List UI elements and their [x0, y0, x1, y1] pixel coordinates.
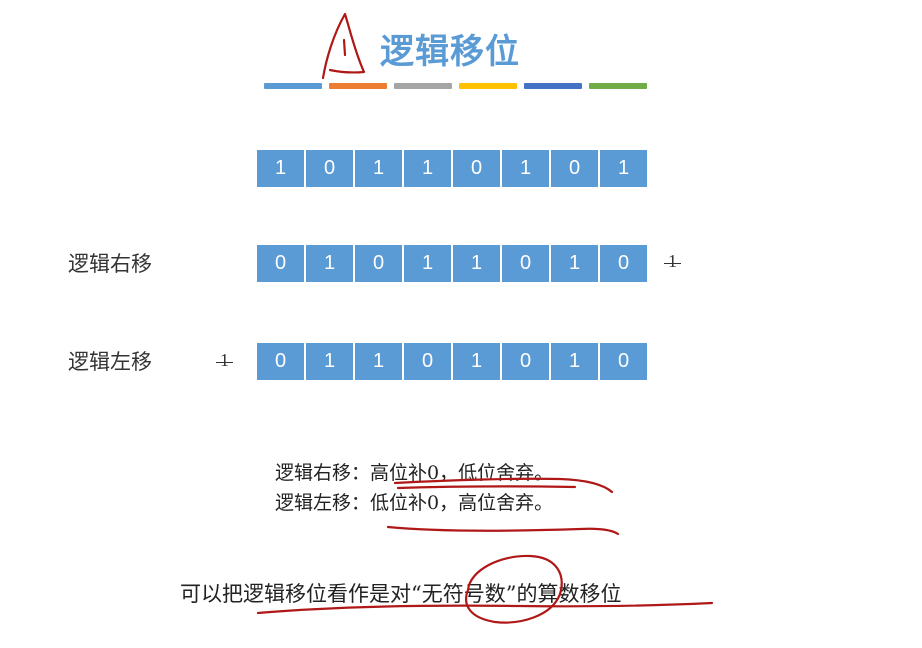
original-bit-0: 1 — [257, 150, 304, 187]
right_shift-bit-4: 1 — [453, 245, 500, 282]
original-bit-3: 1 — [404, 150, 451, 187]
right_shift-bit-1: 1 — [306, 245, 353, 282]
original-bit-5: 1 — [502, 150, 549, 187]
left_shift-bit-5: 0 — [502, 343, 549, 380]
left_shift-bit-3: 0 — [404, 343, 451, 380]
conclusion-text: 可以把逻辑移位看作是对“无符号数”的算数移位 — [180, 582, 622, 606]
right_shift-bit-6: 1 — [551, 245, 598, 282]
original-bit-6: 0 — [551, 150, 598, 187]
left_shift-bit-6: 1 — [551, 343, 598, 380]
color-bar-2 — [329, 83, 387, 89]
original-bit-1: 0 — [306, 150, 353, 187]
original-bit-7: 1 — [600, 150, 647, 187]
left_shift-bit-1: 1 — [306, 343, 353, 380]
original-bit-2: 1 — [355, 150, 402, 187]
right_shift-bit-5: 0 — [502, 245, 549, 282]
right_shift-bit-7: 0 — [600, 245, 647, 282]
rule-left-shift: 逻辑左移：低位补0，高位舍弃。 — [275, 492, 554, 514]
left_shift-bit-0: 0 — [257, 343, 304, 380]
color-bar-4 — [459, 83, 517, 89]
color-bar-6 — [589, 83, 647, 89]
left-shift-dropped-bit: 1 — [216, 350, 233, 370]
right-shift-label: 逻辑右移 — [68, 252, 152, 276]
original-bit-4: 0 — [453, 150, 500, 187]
color-bar-1 — [264, 83, 322, 89]
left_shift-bit-2: 1 — [355, 343, 402, 380]
color-bar-3 — [394, 83, 452, 89]
left_shift-bit-7: 0 — [600, 343, 647, 380]
left-shift-label: 逻辑左移 — [68, 350, 152, 374]
page-title: 逻辑移位 — [380, 32, 520, 72]
right-shift-dropped-bit: 1 — [664, 251, 681, 271]
color-bar-5 — [524, 83, 582, 89]
right_shift-bit-3: 1 — [404, 245, 451, 282]
rule-right-shift: 逻辑右移：高位补0，低位舍弃。 — [275, 462, 554, 484]
left_shift-bit-4: 1 — [453, 343, 500, 380]
right_shift-bit-2: 0 — [355, 245, 402, 282]
right_shift-bit-0: 0 — [257, 245, 304, 282]
